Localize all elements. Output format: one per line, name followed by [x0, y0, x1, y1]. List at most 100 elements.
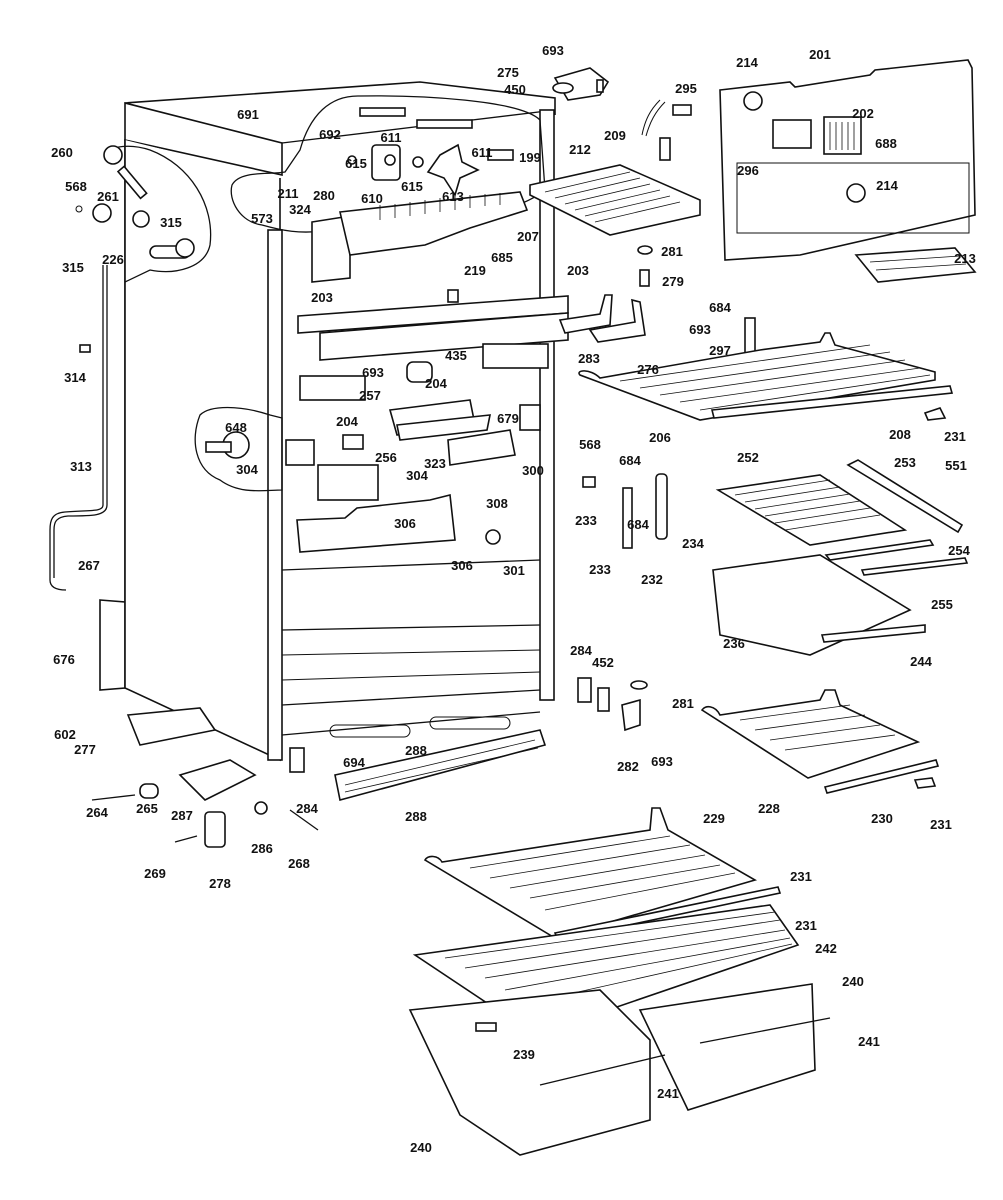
part-label-240: 240: [842, 974, 864, 989]
part-label-242: 242: [815, 941, 837, 956]
part-label-283: 283: [578, 351, 600, 366]
part-label-226: 226: [102, 252, 124, 267]
part-label-264: 264: [86, 805, 108, 820]
mullion-rail: [297, 289, 569, 361]
part-label-313: 313: [70, 459, 92, 474]
part-label-435: 435: [445, 348, 467, 363]
part-label-301: 301: [503, 563, 525, 578]
part-label-230: 230: [871, 811, 893, 826]
freezer-back-panel: [719, 59, 976, 261]
part-label-204: 204: [425, 376, 447, 391]
part-label-276: 276: [637, 362, 659, 377]
part-label-241: 241: [657, 1086, 679, 1101]
part-label-256: 256: [375, 450, 397, 465]
part-label-324: 324: [289, 202, 311, 217]
part-label-684: 684: [627, 517, 649, 532]
part-label-199: 199: [519, 150, 541, 165]
part-label-611: 611: [472, 145, 493, 160]
part-label-214: 214: [736, 55, 758, 70]
part-label-573: 573: [251, 211, 273, 226]
part-label-676: 676: [53, 652, 75, 667]
part-label-233: 233: [589, 562, 611, 577]
part-label-240: 240: [410, 1140, 432, 1155]
part-label-201: 201: [809, 47, 831, 62]
water-tube: [49, 265, 104, 591]
part-label-287: 287: [171, 808, 193, 823]
part-label-204: 204: [336, 414, 358, 429]
crisper-assembly: [712, 459, 969, 656]
part-label-304: 304: [236, 462, 258, 477]
evaporator: [311, 191, 529, 283]
part-label-211: 211: [278, 186, 299, 201]
control-parts: [205, 343, 549, 553]
part-label-315: 315: [160, 215, 182, 230]
part-label-694: 694: [343, 755, 365, 770]
part-label-212: 212: [569, 142, 591, 157]
part-label-693: 693: [689, 322, 711, 337]
part-label-206: 206: [649, 430, 671, 445]
part-label-286: 286: [251, 841, 273, 856]
door-hinge-center: [558, 245, 653, 343]
part-label-214: 214: [876, 178, 898, 193]
part-label-297: 297: [709, 343, 731, 358]
part-label-551: 551: [945, 458, 967, 473]
part-label-280: 280: [313, 188, 335, 203]
part-label-684: 684: [619, 453, 641, 468]
hinge-top: [552, 67, 610, 101]
part-label-231: 231: [795, 918, 817, 933]
fan-motor: [347, 107, 514, 197]
part-label-203: 203: [311, 290, 333, 305]
part-label-284: 284: [570, 643, 592, 658]
part-label-288: 288: [405, 743, 427, 758]
part-label-693: 693: [651, 754, 673, 769]
part-label-308: 308: [486, 496, 508, 511]
part-label-267: 267: [78, 558, 100, 573]
part-label-244: 244: [910, 654, 932, 669]
water-valve-outline: [107, 145, 212, 283]
part-label-615: 615: [401, 179, 423, 194]
light-socket: [641, 99, 692, 161]
part-label-254: 254: [948, 543, 970, 558]
part-label-275: 275: [497, 65, 519, 80]
part-label-209: 209: [604, 128, 626, 143]
part-label-231: 231: [790, 869, 812, 884]
part-label-281: 281: [672, 696, 694, 711]
freezer-shelf: [529, 164, 701, 236]
part-label-693: 693: [362, 365, 384, 380]
part-label-611: 611: [381, 130, 402, 145]
part-label-648: 648: [225, 420, 247, 435]
part-label-203: 203: [567, 263, 589, 278]
part-label-231: 231: [930, 817, 952, 832]
part-label-255: 255: [931, 597, 953, 612]
part-label-684: 684: [709, 300, 731, 315]
part-label-278: 278: [209, 876, 231, 891]
part-label-239: 239: [513, 1047, 535, 1062]
crisper-drawer-right: [638, 983, 831, 1111]
part-label-450: 450: [504, 82, 526, 97]
part-label-207: 207: [517, 229, 539, 244]
part-label-233: 233: [575, 513, 597, 528]
part-label-228: 228: [758, 801, 780, 816]
part-label-232: 232: [641, 572, 663, 587]
part-label-306: 306: [451, 558, 473, 573]
crisper-drawer-left: [408, 989, 666, 1156]
part-label-295: 295: [675, 81, 697, 96]
part-label-296: 296: [737, 163, 759, 178]
part-label-257: 257: [359, 388, 381, 403]
water-valve-parts: [75, 145, 195, 259]
part-label-679: 679: [497, 411, 519, 426]
part-label-568: 568: [579, 437, 601, 452]
part-label-236: 236: [723, 636, 745, 651]
part-label-229: 229: [703, 811, 725, 826]
part-label-277: 277: [74, 742, 96, 757]
shelf-228: [700, 689, 940, 794]
part-label-260: 260: [51, 145, 73, 160]
part-label-279: 279: [662, 274, 684, 289]
part-label-615: 615: [345, 156, 367, 171]
shelf-206: [578, 332, 954, 421]
part-label-691: 691: [237, 107, 259, 122]
part-label-231: 231: [944, 429, 966, 444]
part-label-452: 452: [592, 655, 614, 670]
part-label-284: 284: [296, 801, 318, 816]
